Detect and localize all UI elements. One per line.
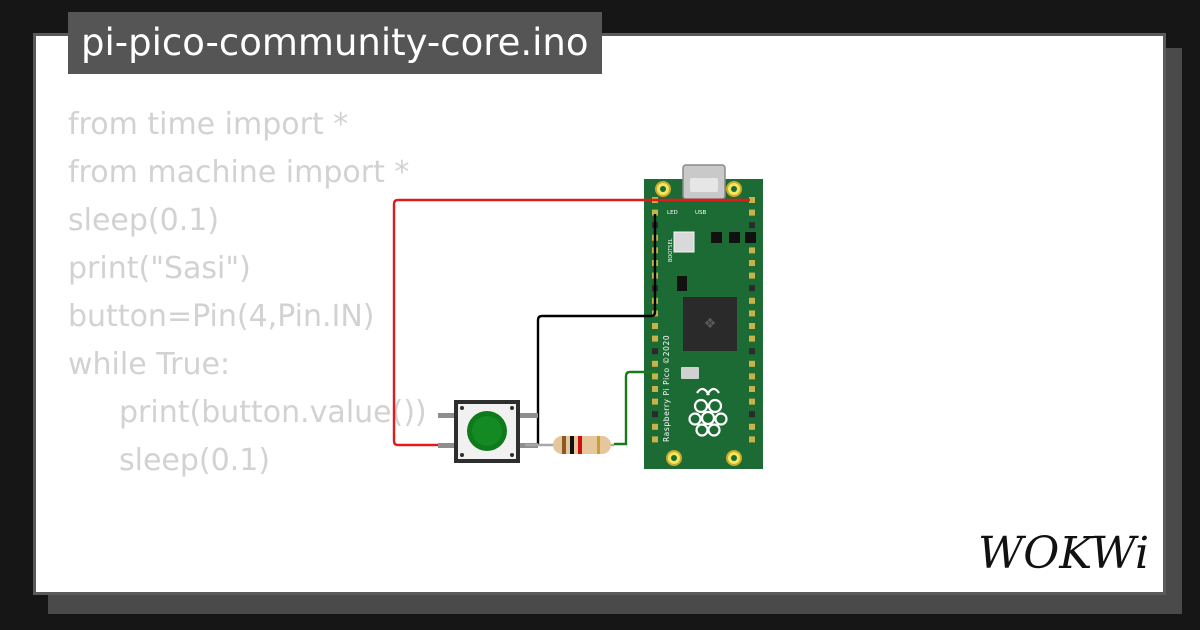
chip	[711, 232, 722, 243]
code-line: from machine import *	[68, 155, 410, 190]
button-corner	[460, 453, 464, 457]
pi-pico-board[interactable]: LED USB BOOTSEL Raspberry Pi Pico ©2020 …	[644, 164, 763, 469]
wokwi-logo: WOKWi	[978, 528, 1149, 578]
header-pin[interactable]	[652, 323, 658, 329]
button-leg	[438, 413, 456, 418]
bootsel-button[interactable]	[673, 231, 695, 253]
board-name-label: Raspberry Pi Pico ©2020	[662, 335, 671, 442]
header-pin[interactable]	[749, 386, 755, 392]
header-pin[interactable]	[749, 423, 755, 430]
header-pin[interactable]	[749, 197, 755, 203]
header-pin[interactable]	[749, 260, 755, 266]
usb-port	[690, 178, 718, 192]
button-leg	[518, 413, 538, 418]
rp2040-logo-icon: ❖	[704, 316, 717, 332]
header-pin[interactable]	[749, 247, 755, 254]
chip	[677, 276, 687, 291]
header-pin[interactable]	[652, 335, 658, 342]
header-pin[interactable]	[652, 360, 658, 367]
code-line: from time import *	[68, 107, 349, 142]
header-pin[interactable]	[652, 386, 658, 392]
header-pin[interactable]	[749, 297, 755, 304]
button-corner	[460, 406, 464, 410]
code-line: print("Sasi")	[68, 251, 251, 286]
header-pin[interactable]	[749, 411, 755, 418]
button-corner	[510, 406, 514, 410]
bootsel-label: BOOTSEL	[668, 238, 674, 262]
header-pin[interactable]	[749, 373, 755, 380]
header-pin[interactable]	[749, 436, 755, 443]
raspberry-logo-icon	[688, 387, 728, 437]
led-label: LED	[667, 210, 678, 216]
header-pin[interactable]	[652, 348, 658, 355]
ground-wire[interactable]	[536, 214, 657, 446]
header-pin[interactable]	[749, 285, 755, 292]
resistor-band	[578, 436, 582, 454]
signal-wire[interactable]	[614, 370, 655, 446]
code-line: sleep(0.1)	[68, 203, 220, 238]
wokwi-logo-text: WOKWi	[978, 528, 1149, 578]
header-pin[interactable]	[749, 310, 755, 317]
mounting-hole-center	[731, 186, 737, 192]
flash-chip	[681, 367, 699, 379]
header-pin[interactable]	[749, 398, 755, 405]
header-pin[interactable]	[652, 398, 658, 405]
resistor[interactable]	[525, 436, 614, 454]
code-preview: from time import * from machine import *…	[68, 101, 427, 485]
resistor-band	[562, 436, 566, 454]
header-pin[interactable]	[749, 209, 755, 216]
header-pin[interactable]	[749, 222, 755, 229]
header-pin[interactable]	[749, 323, 755, 329]
button-cap-highlight	[472, 416, 502, 446]
header-pin[interactable]	[749, 360, 755, 367]
code-line: while True:	[68, 347, 231, 382]
button-corner	[510, 453, 514, 457]
chip	[729, 232, 740, 243]
project-card	[33, 33, 1166, 595]
code-line: print(button.value())	[119, 395, 427, 430]
chip	[745, 232, 756, 243]
header-pin[interactable]	[749, 348, 755, 355]
usb-label: USB	[695, 210, 707, 216]
project-title: pi-pico-community-core.ino	[68, 12, 602, 74]
resistor-band	[597, 436, 600, 454]
rp2040-chip	[683, 297, 737, 351]
code-line: button=Pin(4,Pin.IN)	[68, 299, 375, 334]
mounting-hole-center	[660, 186, 666, 192]
button-leg	[438, 443, 456, 448]
mounting-hole-center	[731, 455, 737, 461]
pushbutton[interactable]	[438, 400, 538, 463]
header-pin[interactable]	[749, 272, 755, 279]
header-pin[interactable]	[652, 423, 658, 430]
header-pin[interactable]	[652, 436, 658, 443]
header-pin[interactable]	[749, 335, 755, 342]
power-wire[interactable]	[392, 198, 750, 447]
header-pin[interactable]	[652, 411, 658, 418]
mounting-hole-center	[671, 455, 677, 461]
header-pin[interactable]	[652, 209, 658, 216]
code-line: sleep(0.1)	[119, 443, 271, 478]
resistor-band	[570, 436, 574, 454]
header-pin[interactable]	[652, 373, 658, 380]
